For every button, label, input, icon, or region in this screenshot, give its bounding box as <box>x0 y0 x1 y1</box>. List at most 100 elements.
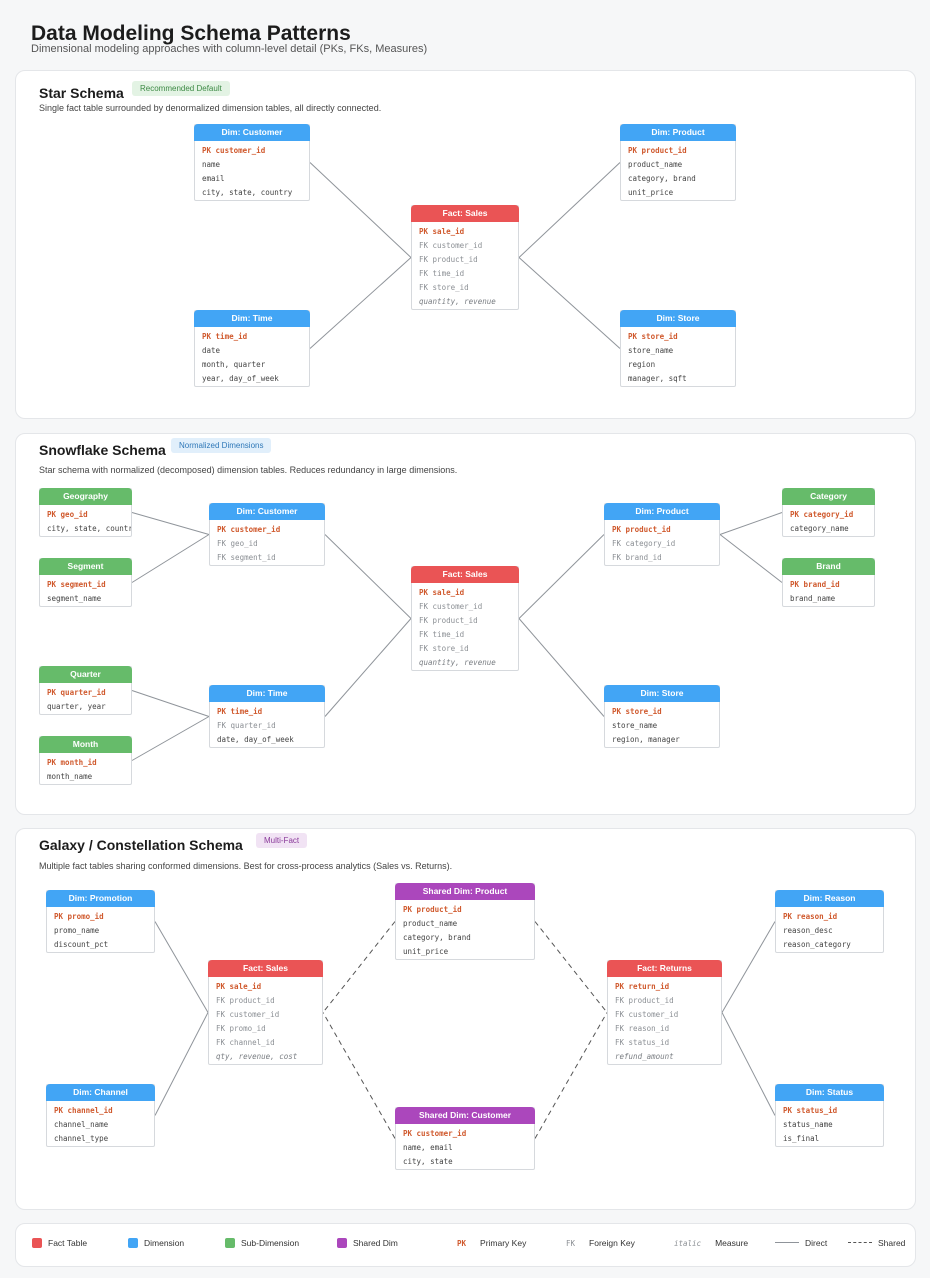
table-fields: PK category_id category_name <box>783 505 874 536</box>
legend-shared-line <box>848 1242 872 1244</box>
attribute-field: category_name <box>790 524 849 533</box>
foreign-key-field: FK product_id <box>419 255 478 264</box>
attribute-field: quarter, year <box>47 702 106 711</box>
legend-pk-sample: PK <box>457 1239 467 1248</box>
attribute-field: email <box>202 174 225 183</box>
foreign-key-field: FK customer_id <box>615 1010 679 1019</box>
table-header: Dim: Time <box>209 685 325 702</box>
primary-key-field: PK channel_id <box>54 1106 113 1115</box>
attribute-field: month, quarter <box>202 360 266 369</box>
galaxy-schema-title: Galaxy / Constellation Schema <box>39 837 243 853</box>
table-header: Shared Dim: Product <box>395 883 535 900</box>
attribute-field: channel_name <box>54 1120 109 1129</box>
table-header: Fact: Sales <box>208 960 323 977</box>
attribute-field: discount_pct <box>54 940 109 949</box>
legend-direct-line <box>775 1242 799 1244</box>
legend-fk-sample: FK <box>566 1239 576 1248</box>
attribute-field: category, brand <box>628 174 696 183</box>
legend-dimension: Dimension <box>128 1224 184 1266</box>
attribute-field: category, brand <box>403 933 471 942</box>
legend-primary-key: PK Primary Key <box>457 1224 526 1266</box>
attribute-field: product_name <box>403 919 458 928</box>
attribute-field: city, state, country <box>202 188 293 197</box>
table-header: Fact: Sales <box>411 205 519 222</box>
galaxy-schema-description: Multiple fact tables sharing conformed d… <box>39 861 453 871</box>
attribute-field: unit_price <box>403 947 449 956</box>
attribute-field: manager, sqft <box>628 374 687 383</box>
legend-fact-swatch <box>32 1237 42 1248</box>
primary-key-field: PK status_id <box>783 1106 838 1115</box>
attribute-field: region <box>628 360 656 369</box>
primary-key-field: PK customer_id <box>202 146 266 155</box>
snowflake-schema-badge: Normalized Dimensions <box>171 438 272 453</box>
primary-key-field: PK segment_id <box>47 580 106 589</box>
primary-key-field: PK geo_id <box>47 510 88 519</box>
table-header: Brand <box>782 558 875 575</box>
star-schema-badge: Recommended Default <box>132 81 230 96</box>
attribute-field: is_final <box>783 1134 820 1143</box>
primary-key-field: PK time_id <box>202 332 248 341</box>
primary-key-field: PK time_id <box>217 707 263 716</box>
legend-measure-sample: italic <box>674 1239 702 1248</box>
measure-field: refund_amount <box>615 1052 674 1061</box>
foreign-key-field: FK time_id <box>419 630 465 639</box>
attribute-field: promo_name <box>54 926 100 935</box>
attribute-field: brand_name <box>790 594 836 603</box>
foreign-key-field: FK status_id <box>615 1038 670 1047</box>
legend-fact-label: Fact Table <box>48 1238 88 1248</box>
primary-key-field: PK month_id <box>47 758 97 767</box>
legend-shared: Shared Dim <box>337 1224 398 1266</box>
foreign-key-field: FK product_id <box>419 616 478 625</box>
attribute-field: date, day_of_week <box>217 735 294 744</box>
foreign-key-field: FK store_id <box>419 283 469 292</box>
table-header: Fact: Returns <box>607 960 722 977</box>
snowflake-schema-description: Star schema with normalized (decomposed)… <box>39 465 458 475</box>
foreign-key-field: FK customer_id <box>419 241 483 250</box>
legend-measure-label: Measure <box>715 1238 749 1248</box>
attribute-field: year, day_of_week <box>202 374 279 383</box>
table-header: Dim: Status <box>775 1084 884 1101</box>
table-header: Dim: Customer <box>209 503 325 520</box>
attribute-field: product_name <box>628 160 683 169</box>
galaxy-schema-badge: Multi-Fact <box>256 833 308 848</box>
foreign-key-field: FK category_id <box>612 539 676 548</box>
primary-key-field: PK customer_id <box>403 1129 467 1138</box>
attribute-field: name <box>202 160 221 169</box>
foreign-key-field: FK channel_id <box>216 1038 275 1047</box>
primary-key-field: PK category_id <box>790 510 854 519</box>
legend-shared-swatch <box>337 1237 347 1248</box>
primary-key-field: PK sale_id <box>419 588 465 597</box>
primary-key-field: PK customer_id <box>217 525 281 534</box>
primary-key-field: PK product_id <box>403 905 462 914</box>
attribute-field: region, manager <box>612 735 680 744</box>
table-header: Shared Dim: Customer <box>395 1107 535 1124</box>
foreign-key-field: FK product_id <box>216 996 275 1005</box>
legend-pk-label: Primary Key <box>480 1238 527 1248</box>
attribute-field: status_name <box>783 1120 833 1129</box>
star-schema-description: Single fact table surrounded by denormal… <box>39 103 382 113</box>
attribute-field: unit_price <box>628 188 674 197</box>
attribute-field: channel_type <box>54 1134 109 1143</box>
legend-sub-dimension-label: Sub-Dimension <box>241 1238 300 1248</box>
foreign-key-field: FK time_id <box>419 269 465 278</box>
table-header: Month <box>39 736 132 753</box>
primary-key-field: PK sale_id <box>216 982 262 991</box>
